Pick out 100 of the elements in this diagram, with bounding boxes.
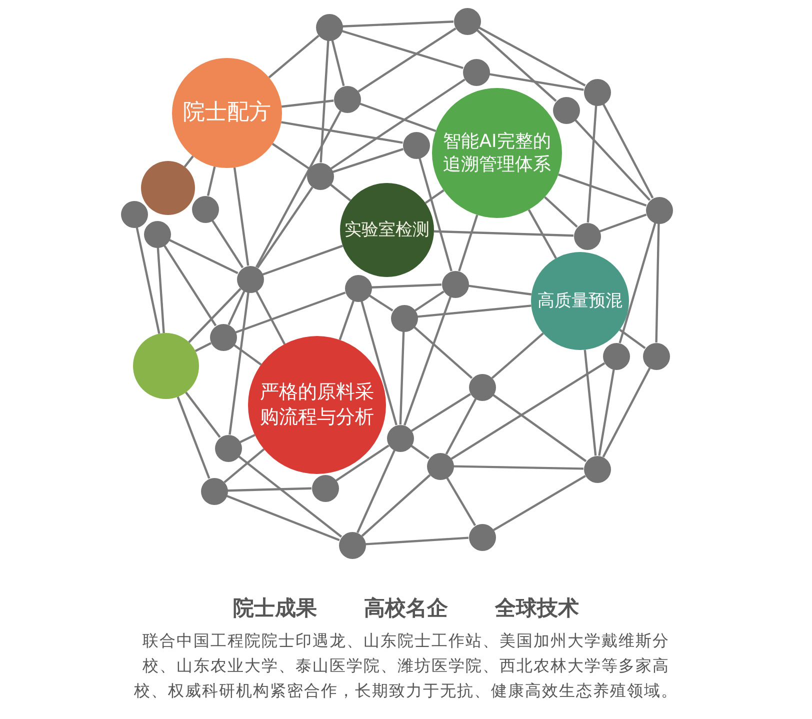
connector-line: [418, 158, 452, 272]
network-dot: [454, 8, 480, 34]
network-dot: [646, 196, 672, 224]
network-dot: [334, 86, 360, 112]
connector-line: [240, 434, 256, 444]
network-dot: [462, 58, 490, 86]
network-dot: [200, 478, 228, 504]
connector-line: [365, 536, 469, 546]
network-dot: [210, 324, 236, 350]
connector-line: [281, 100, 334, 108]
connector-line: [224, 448, 265, 484]
connector-line: [228, 292, 250, 435]
connector-line: [342, 20, 454, 28]
bubble-label: 实验室检测: [344, 218, 430, 242]
connector-line: [361, 474, 431, 537]
network-dot: [390, 304, 418, 332]
connector-line: [136, 226, 160, 334]
connector-line: [233, 344, 262, 366]
bubble-label: 院士配方: [183, 98, 271, 127]
connector-line: [356, 450, 396, 534]
network-dot: [402, 132, 430, 158]
network-dot: [574, 222, 600, 250]
network-dot: [120, 200, 148, 228]
bubble-label: 高质量预混: [538, 290, 622, 312]
connector-line: [458, 214, 478, 272]
connector-line: [206, 166, 216, 196]
connector-line: [226, 494, 340, 542]
connector-line: [493, 474, 586, 532]
network-dot: [468, 374, 496, 400]
caption-text: 联合中国工程院院士印遇龙、山东院士工作站、美国加州大学戴维斯分校、山东农业大学、泰山医学院、潍坊医学院、西北农林大学等多家高校、权威科研机构紧密合作，长期致力于无抗、健康高效生态养殖领域。: [133, 630, 679, 702]
connector-line: [410, 393, 472, 432]
connector-line: [330, 78, 466, 170]
connector-line: [468, 284, 532, 296]
connector-line: [414, 290, 444, 312]
connector-line: [619, 328, 646, 349]
network-dot: [236, 266, 264, 292]
connector-line: [358, 27, 456, 93]
connector-line: [399, 331, 405, 425]
connector-line: [368, 294, 394, 312]
connector-line: [434, 230, 574, 237]
connector-line: [371, 284, 442, 288]
network-dot: [306, 162, 334, 190]
connector-line: [185, 392, 221, 438]
connector-line: [476, 29, 557, 102]
bubble: [141, 161, 195, 215]
network-dot: [214, 434, 242, 462]
network-dot: [338, 532, 366, 558]
connector-line: [332, 148, 404, 173]
bubble: [133, 333, 199, 399]
heading: 院士成果 高校名企 全球技术: [232, 596, 580, 622]
connector-line: [413, 326, 473, 379]
connector-line: [238, 455, 342, 538]
connector-line: [618, 222, 656, 344]
connector-line: [584, 350, 597, 456]
connector-line: [478, 26, 586, 86]
topic-bubble: [340, 183, 434, 277]
connector-line: [491, 332, 544, 379]
connector-line: [586, 105, 598, 223]
network-dot: [312, 474, 338, 502]
connector-line: [262, 244, 344, 276]
connector-line: [655, 223, 660, 343]
connector-line: [424, 189, 444, 204]
connector-line: [176, 396, 210, 479]
connector-line: [156, 247, 165, 334]
connector-line: [453, 465, 584, 470]
network-dot: [192, 196, 218, 222]
network-dot: [316, 14, 342, 40]
connector-line: [338, 300, 355, 340]
connector-line: [450, 362, 606, 460]
connector-line: [184, 156, 194, 168]
connector-line: [417, 304, 532, 318]
network-dot: [552, 96, 580, 124]
connector-line: [574, 119, 651, 201]
connector-line: [558, 174, 647, 207]
topic-bubble: [248, 336, 386, 474]
network-dot: [386, 424, 414, 452]
connector-line: [255, 110, 342, 268]
connector-line: [528, 209, 557, 259]
connector-line: [194, 342, 212, 352]
connector-line: [330, 184, 352, 202]
connector-line: [255, 290, 286, 345]
connector-line: [410, 444, 430, 460]
connector-line: [446, 477, 476, 526]
connector-line: [256, 186, 314, 268]
network-dot: [602, 342, 630, 370]
connector-line: [272, 142, 310, 170]
network-dot: [468, 524, 496, 550]
connector-line: [336, 444, 390, 482]
bubble-label: 智能AI完整的追溯管理体系: [442, 130, 552, 176]
network-dot: [442, 270, 468, 298]
topic-bubble: [432, 88, 562, 218]
connector-line: [544, 196, 578, 228]
network-dot: [344, 274, 372, 302]
connector-line: [211, 220, 244, 268]
connector-line: [445, 398, 477, 455]
connector-line: [602, 368, 651, 458]
connector-line: [163, 244, 217, 326]
network-dot: [584, 456, 610, 482]
connector-line: [489, 73, 584, 91]
connector-line: [168, 238, 238, 274]
